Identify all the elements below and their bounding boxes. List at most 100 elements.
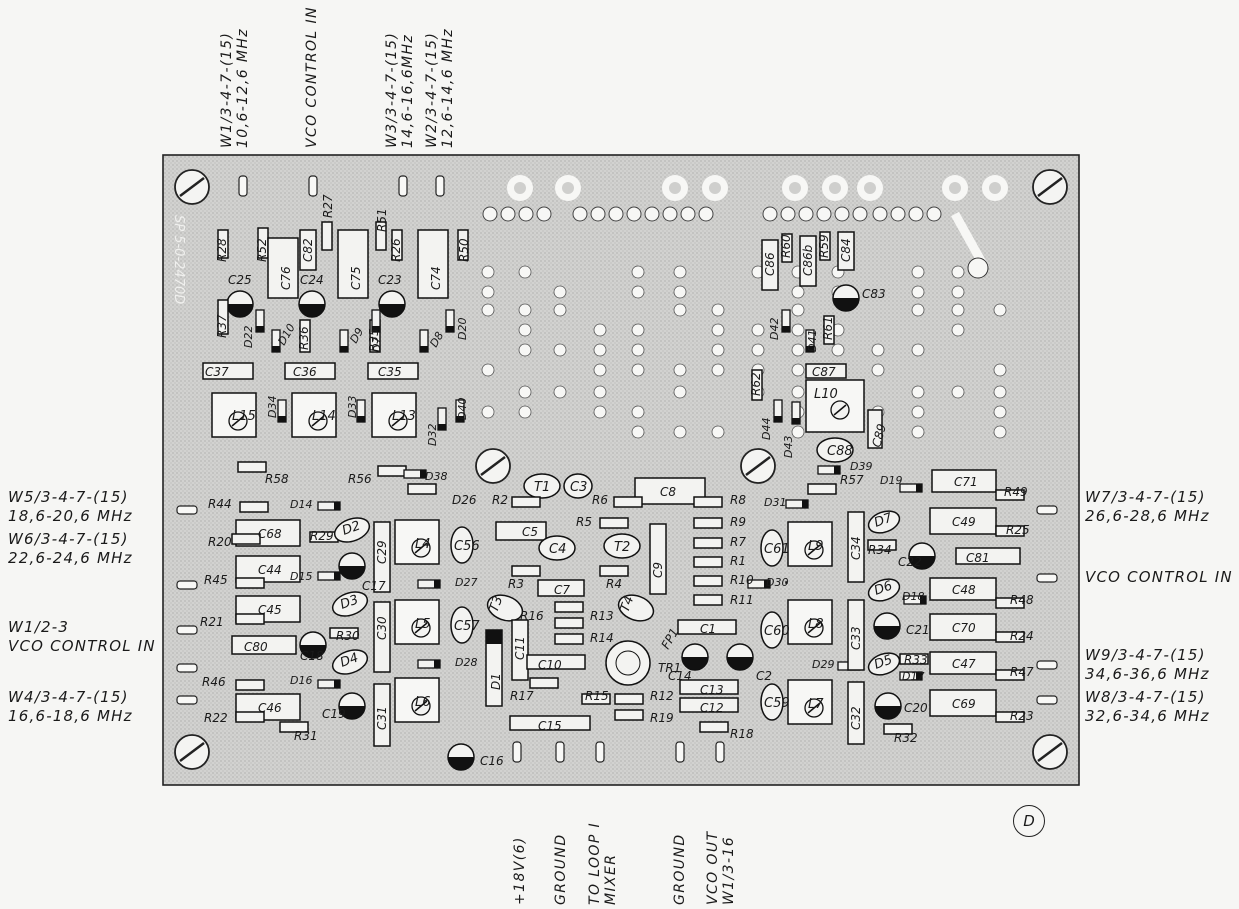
diode-band — [434, 580, 440, 588]
part-c30 — [373, 601, 391, 673]
pad — [791, 303, 805, 317]
part-c31 — [373, 683, 391, 747]
pad — [911, 405, 925, 419]
pad — [553, 285, 567, 299]
pad — [593, 343, 607, 357]
diode-band — [446, 326, 454, 332]
inductor-slot — [391, 415, 405, 427]
label-t3: T3 — [487, 594, 507, 614]
label-c81: C81 — [966, 551, 990, 565]
diode-band — [764, 580, 770, 588]
connector-14 — [555, 741, 565, 763]
screw-slot-4 — [480, 456, 506, 476]
pad — [518, 303, 532, 317]
part-r23 — [995, 711, 1025, 723]
connector-13 — [512, 741, 522, 763]
part-r11 — [693, 594, 723, 606]
label-r9: R9 — [730, 515, 746, 529]
inductor-slot — [807, 702, 821, 714]
label-c59: C59 — [764, 696, 790, 711]
pad — [500, 206, 516, 222]
label-c5: C5 — [522, 525, 538, 539]
label-d1: D1 — [489, 673, 503, 690]
label-l6: L6 — [415, 695, 431, 710]
pad — [908, 206, 924, 222]
label-d26: D26 — [452, 493, 477, 507]
part-r37 — [217, 299, 229, 335]
label-c56: C56 — [454, 539, 480, 554]
label-d28: D28 — [455, 656, 477, 669]
label-d15: D15 — [290, 570, 312, 583]
label-r56: R56 — [348, 472, 372, 486]
label-r58: R58 — [265, 472, 289, 486]
label-c45: C45 — [258, 603, 282, 617]
diode-band — [278, 416, 286, 422]
pad — [593, 323, 607, 337]
pad — [871, 343, 885, 357]
cap-fill — [727, 657, 753, 670]
pad — [518, 343, 532, 357]
part-c82 — [299, 229, 317, 271]
pad — [852, 206, 868, 222]
label-c30: C30 — [375, 616, 389, 640]
pad — [926, 206, 942, 222]
label-r10: R10 — [730, 573, 754, 587]
part-c70 — [929, 613, 997, 641]
label-d32: D32 — [426, 424, 439, 446]
label-c18: C18 — [300, 649, 324, 663]
label-c69: C69 — [952, 697, 976, 711]
pad — [911, 303, 925, 317]
connector-10 — [1036, 573, 1058, 583]
connector-6 — [176, 625, 198, 635]
part-r34 — [867, 539, 897, 551]
connector-15 — [595, 741, 605, 763]
label-r12: R12 — [650, 689, 674, 703]
pad — [481, 285, 495, 299]
label-d18: D18 — [902, 590, 924, 603]
diode-band — [434, 660, 440, 668]
pad — [762, 206, 778, 222]
part-c59 — [760, 683, 784, 721]
label-c24: C24 — [300, 273, 324, 287]
cap-fill — [682, 657, 708, 670]
part-c13 — [679, 679, 739, 695]
diode-band — [334, 680, 340, 688]
part-c57 — [450, 606, 474, 644]
part-r60 — [781, 233, 793, 263]
part-r16 — [554, 601, 584, 613]
left-label-w5: W5/3-4-7-(15)18,6-20,6 MHz — [8, 488, 133, 525]
label-r61: R61 — [821, 316, 835, 340]
pad — [631, 265, 645, 279]
pad — [673, 425, 687, 439]
label-d42: D42 — [768, 318, 781, 340]
part-c4 — [538, 535, 576, 561]
label-l15: L15 — [232, 409, 256, 424]
label-r13: R13 — [590, 609, 614, 623]
inductor-slot — [414, 542, 428, 554]
label-d40: D40 — [456, 398, 469, 420]
label-c70: C70 — [952, 621, 976, 635]
pad — [871, 363, 885, 377]
label-r11: R11 — [730, 593, 754, 607]
part-r50 — [457, 229, 469, 261]
connector-1 — [308, 175, 318, 197]
pad — [951, 265, 965, 279]
label-r28: R28 — [215, 238, 229, 262]
label-r33: R33 — [904, 653, 928, 667]
label-c82: C82 — [301, 238, 315, 262]
label-c37: C37 — [205, 365, 229, 379]
screw-slot-5 — [745, 456, 771, 476]
connector-2 — [398, 175, 408, 197]
label-d6: D6 — [872, 578, 894, 598]
pad — [553, 343, 567, 357]
label-c14: C14 — [668, 669, 692, 683]
diode-band — [357, 416, 365, 422]
part-c33 — [847, 599, 865, 671]
part-c56 — [450, 526, 474, 564]
label-c74: C74 — [429, 266, 443, 290]
pad — [481, 405, 495, 419]
diode-band — [340, 346, 348, 352]
connector-11 — [1036, 660, 1058, 670]
pad — [553, 385, 567, 399]
